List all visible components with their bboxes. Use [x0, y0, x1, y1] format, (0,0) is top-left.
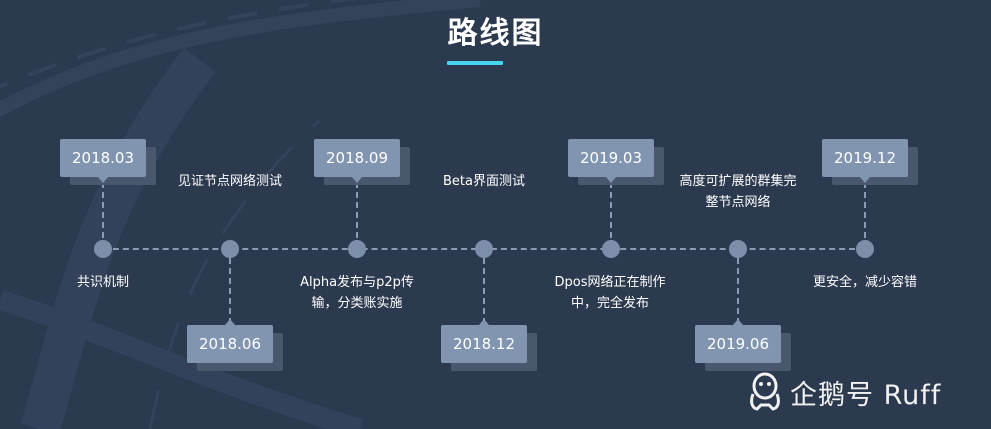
date-label: 2018.06: [187, 325, 273, 363]
date-box-2019-12: 2019.12: [822, 139, 918, 185]
milestone-desc-2019-03: Dpos网络正在制作 中，完全发布: [554, 275, 666, 311]
stem-2018-06: [229, 248, 231, 324]
milestone-dot-2019-12: [856, 240, 874, 258]
milestone-desc-2018-03: 共识机制: [76, 275, 129, 290]
date-box-2019-03: 2019.03: [568, 139, 664, 185]
date-label: 2018.09: [314, 139, 400, 177]
milestone-desc-2019-06: 高度可扩展的群集完 整节点网络: [679, 174, 797, 210]
date-box-2018-09: 2018.09: [314, 139, 410, 185]
milestone-desc-2018-09: Alpha发布与p2p传 输，分类账实施: [300, 275, 414, 311]
milestone-desc-2018-12: Beta界面测试: [443, 174, 525, 189]
stem-2018-03: [102, 182, 104, 248]
date-box-2018-03: 2018.03: [60, 139, 156, 185]
stem-2019-03: [610, 182, 612, 248]
date-box-2018-06: 2018.06: [187, 319, 283, 371]
stem-2019-06: [737, 248, 739, 324]
milestone-dot-2018-06: [221, 240, 239, 258]
penguin-icon: [750, 372, 780, 411]
date-box-2018-12: 2018.12: [441, 319, 537, 371]
date-label: 2018.03: [60, 139, 146, 177]
milestone-dot-2019-06: [729, 240, 747, 258]
stem-2018-12: [483, 248, 485, 324]
date-box-2019-06: 2019.06: [695, 319, 791, 371]
date-label: 2019.12: [822, 139, 908, 177]
milestone-desc-2018-06: 见证节点网络测试: [177, 174, 282, 189]
date-label: 2018.12: [441, 325, 527, 363]
watermark: 企鹅号 Ruff: [748, 370, 941, 414]
milestone-desc-2019-12: 更安全，减少容错: [812, 275, 917, 290]
milestone-dot-2018-03: [94, 240, 112, 258]
milestone-dot-2018-12: [475, 240, 493, 258]
stem-2018-09: [356, 182, 358, 248]
page-title: 路线图: [447, 16, 544, 51]
milestone-dot-2018-09: [348, 240, 366, 258]
milestone-dot-2019-03: [602, 240, 620, 258]
stem-2019-12: [864, 182, 866, 248]
date-label: 2019.06: [695, 325, 781, 363]
date-label: 2019.03: [568, 139, 654, 177]
title-underline: [447, 61, 503, 65]
watermark-text: 企鹅号 Ruff: [790, 379, 942, 411]
